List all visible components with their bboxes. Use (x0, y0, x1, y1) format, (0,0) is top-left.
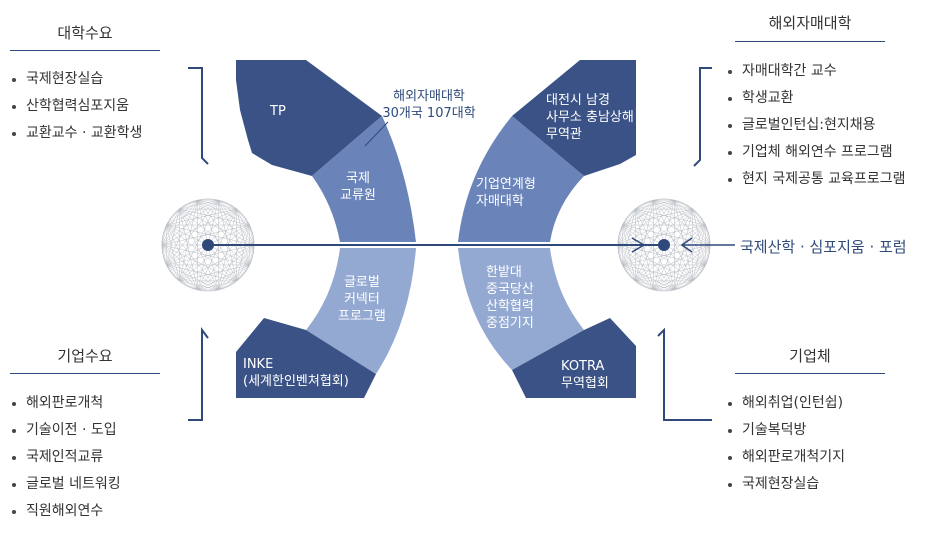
network-globe-left (161, 198, 255, 292)
right-top-title: 해외자매대학 (768, 14, 852, 32)
segment-intl-label: 국제 교류원 (340, 170, 376, 204)
segment-sister-label: 기업연계형 자매대학 (476, 176, 536, 210)
segment-inke-label: INKE (세계한인벤쳐협회) (243, 356, 349, 390)
list-item: 해외판로개척 (10, 390, 121, 417)
bracket-right-bottom (657, 327, 712, 421)
left-hub-dot (202, 239, 214, 251)
segment-tp-label: TP (270, 104, 286, 119)
segment-tp-shape (236, 60, 382, 176)
note-pointer (364, 121, 389, 147)
right-bottom-title: 기업체 (789, 347, 831, 365)
segment-kotra-line1: KOTRA (561, 359, 605, 374)
list-item: 현지 국제공통 교육프로그램 (726, 166, 905, 193)
segment-intl-line2: 교류원 (340, 188, 376, 203)
list-item: 교환교수 · 교환학생 (10, 120, 142, 147)
list-item: 학생교환 (726, 85, 905, 112)
segment-hanbat-shape (458, 248, 584, 370)
arrow-right-icon (631, 237, 646, 253)
right-bottom-rule (735, 373, 885, 374)
list-item: 국제인적교류 (10, 444, 121, 471)
segment-kotra-label: KOTRA 무역협회 (561, 358, 609, 392)
segment-sister-line2: 자매대학 (476, 194, 524, 209)
segment-intl-line1: 국제 (345, 171, 370, 186)
left-bottom-title: 기업수요 (57, 347, 113, 365)
segment-hanbat-line1: 한밭대 (486, 265, 522, 280)
segment-inke-line1: INKE (243, 357, 274, 372)
center-note: 해외자매대학 30개국 107대학 (374, 88, 484, 122)
list-item: 국제현장실습 (726, 471, 845, 498)
list-item: 기업체 해외연수 프로그램 (726, 139, 905, 166)
segment-inke-line2: (세계한인벤쳐협회) (243, 374, 349, 389)
center-line-label: 국제산학 · 심포지움 · 포럼 (740, 238, 907, 256)
list-item: 자매대학간 교수 (726, 58, 905, 85)
segment-daejeon-line1: 대전시 남경 (546, 93, 610, 108)
left-top-title: 대학수요 (57, 24, 113, 42)
segment-daejeon-line2: 사무소 충남상해 (546, 110, 634, 125)
list-item: 기술이전 · 도입 (10, 417, 121, 444)
list-item: 기술복덕방 (726, 417, 845, 444)
left-bottom-rule (10, 373, 160, 374)
list-item: 국제현장실습 (10, 66, 142, 93)
arrow-left-icon (680, 237, 693, 253)
segment-daejeon-label: 대전시 남경 사무소 충남상해 무역관 (546, 92, 634, 143)
right-top-list: 자매대학간 교수 학생교환 글로벌인턴십:현지채용 기업체 해외연수 프로그램 … (726, 58, 905, 193)
segment-inke-shape (236, 318, 376, 398)
bracket-right-top (693, 67, 712, 167)
segment-hanbat-line3: 산학협력 (486, 299, 534, 314)
segment-sister-line1: 기업연계형 (476, 177, 536, 192)
left-top-list: 국제현장실습 산학협력심포지움 교환교수 · 교환학생 (10, 66, 142, 147)
segment-hanbat-line2: 중국당산 (486, 282, 534, 297)
center-note-line2: 30개국 107대학 (382, 106, 476, 121)
right-hub-dot (658, 239, 670, 251)
segment-sister-shape (458, 116, 584, 242)
segment-global-line2: 커넥터 (343, 292, 380, 307)
segment-daejeon-shape (512, 60, 636, 176)
list-item: 글로벌인턴십:현지채용 (726, 112, 905, 139)
bracket-left-bottom (188, 327, 209, 421)
list-item: 글로벌 네트워킹 (10, 471, 121, 498)
segment-intl-shape (312, 116, 416, 242)
segment-kotra-line2: 무역협회 (561, 376, 609, 391)
list-item: 직원해외연수 (10, 498, 121, 525)
list-item: 해외판로개척기지 (726, 444, 845, 471)
segment-hanbat-label: 한밭대 중국당산 산학협력 중점기지 (486, 264, 534, 332)
segment-global-label: 글로벌 커넥터 프로그램 (338, 274, 386, 325)
left-bottom-list: 해외판로개척 기술이전 · 도입 국제인적교류 글로벌 네트워킹 직원해외연수 (10, 390, 121, 525)
segment-hanbat-line4: 중점기지 (486, 316, 534, 331)
center-note-line1: 해외자매대학 (393, 89, 465, 104)
right-top-rule (735, 41, 885, 42)
segment-global-shape (306, 248, 416, 374)
list-item: 해외취업(인턴쉽) (726, 390, 845, 417)
left-top-rule (10, 50, 160, 51)
segment-global-line1: 글로벌 (343, 275, 380, 290)
list-item: 산학협력심포지움 (10, 93, 142, 120)
bracket-left-top (188, 67, 209, 165)
segment-global-line3: 프로그램 (338, 309, 386, 324)
segment-daejeon-line3: 무역관 (546, 127, 582, 142)
segment-kotra-shape (512, 318, 636, 398)
right-bottom-list: 해외취업(인턴쉽) 기술복덕방 해외판로개척기지 국제현장실습 (726, 390, 845, 498)
